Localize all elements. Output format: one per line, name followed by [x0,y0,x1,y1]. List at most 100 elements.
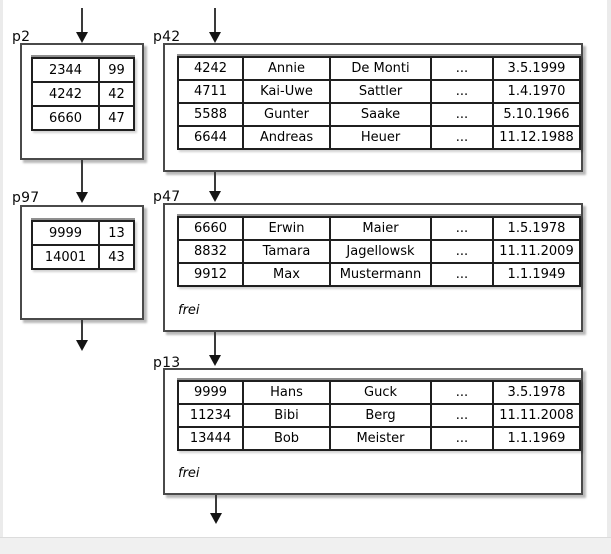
arrow-into-p42 [209,8,221,43]
cell-birthdate: 11.11.2008 [492,403,581,428]
cell-birthdate: 3.5.1978 [492,380,581,405]
arrow-shaft [214,332,216,356]
page-box-p47: 6660 Erwin Maier ... 1.5.1978 8832 Tamar… [163,203,583,332]
margin-edge-bottom [0,537,611,554]
record-table-p47: 6660 Erwin Maier ... 1.5.1978 8832 Tamar… [177,216,581,287]
table-row: 9999 Hans Guck ... 3.5.1978 [177,380,581,405]
free-space-label: frei [178,466,200,481]
page-label-p13: p13 [153,355,181,371]
record-table-p42: 4242 Annie De Monti ... 3.5.1999 4711 Ka… [177,56,581,150]
arrow-head-icon [76,32,88,43]
page-box-p97: 9999 13 14001 43 [20,205,144,320]
arrow-shaft [214,8,216,33]
table-row: 14001 43 [31,244,135,270]
cell-birthdate: 1.5.1978 [492,216,581,241]
arrow-head-icon [209,191,221,202]
cell-last-name: Meister [329,426,432,451]
cell-ellipsis: ... [430,262,494,287]
arrow-shaft [81,8,83,33]
table-row: 6660 Erwin Maier ... 1.5.1978 [177,216,581,241]
cell-last-name: Sattler [329,79,432,104]
page-label-p42: p42 [153,29,181,45]
cell-page-no: 13 [98,220,135,246]
cell-last-name: De Monti [329,56,432,81]
page-label-p47: p47 [153,189,181,205]
index-table-p97: 9999 13 14001 43 [31,220,135,270]
cell-id: 9912 [177,262,244,287]
table-row: 11234 Bibi Berg ... 11.11.2008 [177,403,581,428]
cell-birthdate: 3.5.1999 [492,56,581,81]
cell-last-name: Mustermann [329,262,432,287]
cell-last-name: Maier [329,216,432,241]
cell-birthdate: 5.10.1966 [492,102,581,127]
cell-last-name: Berg [329,403,432,428]
index-table-p2: 2344 99 4242 42 6660 47 [31,57,135,131]
arrow-head-icon [210,513,222,524]
cell-page-no: 99 [98,57,135,83]
cell-last-name: Jagellowsk [329,239,432,264]
record-table-p13: 9999 Hans Guck ... 3.5.1978 11234 Bibi B… [177,380,581,451]
cell-key: 6660 [31,105,100,131]
page-box-p2: 2344 99 4242 42 6660 47 [20,43,144,160]
cell-id: 6644 [177,125,244,150]
arrow-shaft [81,320,83,341]
page-label-p2: p2 [12,29,31,45]
cell-first-name: Annie [242,56,331,81]
cell-birthdate: 1.1.1969 [492,426,581,451]
page-label-p97: p97 [12,190,40,206]
arrow-p42-to-p47 [209,172,221,202]
page-box-p13: 9999 Hans Guck ... 3.5.1978 11234 Bibi B… [163,368,583,495]
arrow-head-icon [76,192,88,203]
cell-key: 14001 [31,244,100,270]
cell-ellipsis: ... [430,239,494,264]
free-space-label: frei [178,303,200,318]
cell-first-name: Hans [242,380,331,405]
cell-ellipsis: ... [430,403,494,428]
cell-birthdate: 11.12.1988 [492,125,581,150]
cell-id: 8832 [177,239,244,264]
page-box-p42: 4242 Annie De Monti ... 3.5.1999 4711 Ka… [163,43,583,172]
cell-id: 9999 [177,380,244,405]
cell-key: 4242 [31,81,100,107]
margin-edge-right [607,0,611,554]
cell-ellipsis: ... [430,380,494,405]
cell-page-no: 42 [98,81,135,107]
cell-first-name: Max [242,262,331,287]
cell-ellipsis: ... [430,56,494,81]
arrow-p47-to-p13 [209,332,221,366]
arrow-p2-to-p97 [76,160,88,203]
table-row: 4242 42 [31,81,135,107]
cell-first-name: Bob [242,426,331,451]
cell-id: 6660 [177,216,244,241]
cell-id: 5588 [177,102,244,127]
cell-first-name: Tamara [242,239,331,264]
table-row: 9999 13 [31,220,135,246]
cell-last-name: Saake [329,102,432,127]
arrow-head-icon [209,32,221,43]
arrow-shaft [214,172,216,192]
arrow-into-p2 [76,8,88,43]
cell-first-name: Bibi [242,403,331,428]
cell-ellipsis: ... [430,102,494,127]
cell-last-name: Guck [329,380,432,405]
arrow-head-icon [76,340,88,351]
cell-birthdate: 1.4.1970 [492,79,581,104]
arrow-shaft [81,160,83,193]
cell-ellipsis: ... [430,79,494,104]
cell-ellipsis: ... [430,216,494,241]
arrow-head-icon [209,355,221,366]
cell-ellipsis: ... [430,125,494,150]
cell-id: 11234 [177,403,244,428]
table-row: 6644 Andreas Heuer ... 11.12.1988 [177,125,581,150]
cell-id: 4242 [177,56,244,81]
cell-ellipsis: ... [430,426,494,451]
margin-edge-left [0,0,3,554]
cell-page-no: 47 [98,105,135,131]
cell-page-no: 43 [98,244,135,270]
cell-id: 13444 [177,426,244,451]
table-row: 8832 Tamara Jagellowsk ... 11.11.2009 [177,239,581,264]
cell-birthdate: 11.11.2009 [492,239,581,264]
cell-first-name: Andreas [242,125,331,150]
table-row: 6660 47 [31,105,135,131]
